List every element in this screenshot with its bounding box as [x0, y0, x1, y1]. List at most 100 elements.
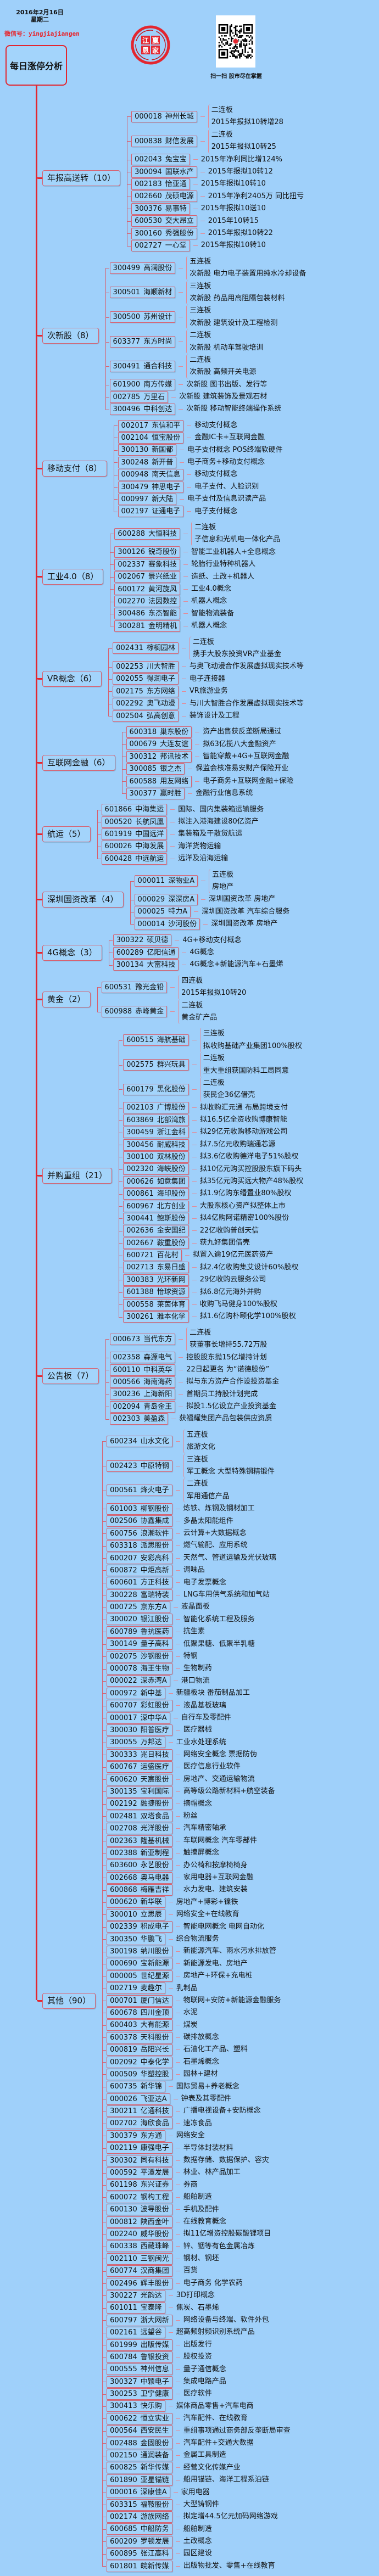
category-node[interactable]: 其他（90）: [36, 1992, 96, 2009]
category-node[interactable]: 4G概念（3）: [37, 944, 102, 961]
category-node[interactable]: 工业4.0（8）: [36, 569, 104, 585]
category-node[interactable]: 并购重组（21）: [36, 1167, 113, 1184]
category-node[interactable]: VR概念（6）: [36, 671, 102, 687]
category-node[interactable]: 移动支付（8）: [37, 460, 107, 477]
category-node[interactable]: 次新股（8）: [37, 327, 99, 344]
